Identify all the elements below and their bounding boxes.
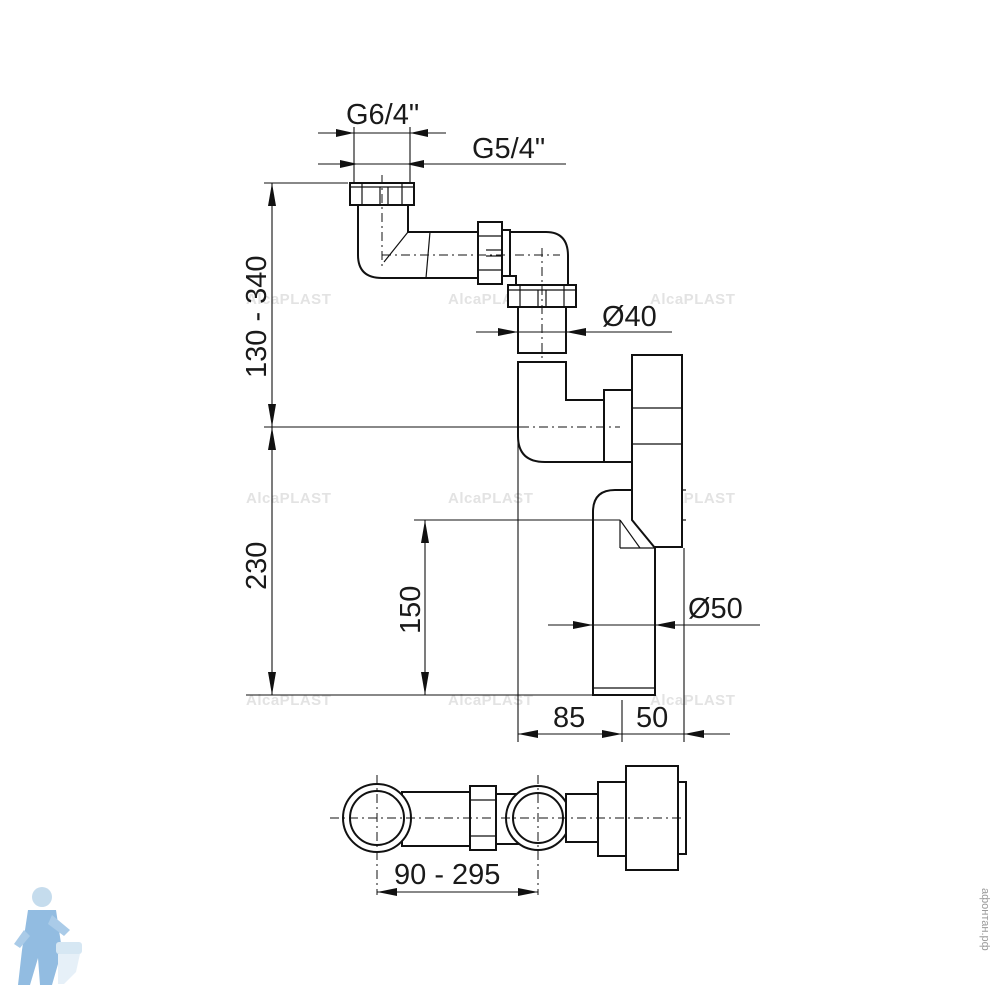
inlet-elbow-body	[357, 204, 479, 279]
watermark-5: AlcaPLAST	[448, 490, 533, 507]
watermark-8: AlcaPLAST	[448, 692, 533, 709]
length-dimension: 90 - 295	[377, 859, 538, 896]
watermark-3: AlcaPLAST	[650, 291, 735, 308]
length-range-label: 90 - 295	[394, 859, 500, 891]
diameter-outlet-label: Ø50	[688, 593, 743, 625]
diameter-inlet-label: Ø40	[602, 301, 657, 333]
siphon-body	[517, 354, 686, 696]
site-mark: афонтан.рф	[979, 888, 991, 951]
plan-pipe-left	[401, 791, 473, 847]
plan-canister	[625, 765, 679, 871]
thread-dimensions: G6/4" G5/4"	[318, 99, 566, 182]
offset-left-label: 85	[553, 702, 585, 734]
thread-inner-label: G5/4"	[472, 133, 545, 165]
watermarks: AlcaPLAST AlcaPLAST AlcaPLAST AlcaPLAST …	[246, 291, 735, 709]
height-dimensions: 130 - 340 230 150	[241, 182, 620, 696]
height-lower-label: 230	[241, 542, 273, 590]
offset-dimensions: 85 50	[517, 440, 730, 742]
height-outlet-label: 150	[395, 586, 427, 634]
diameter-dimensions: Ø40 Ø50	[476, 301, 760, 629]
siphon-inlet-pipe	[517, 361, 605, 463]
plumber-logo	[14, 887, 82, 985]
thread-outer-label: G6/4"	[346, 99, 419, 131]
height-range-label: 130 - 340	[241, 255, 273, 378]
inlet-elbow	[349, 175, 577, 460]
plan-connector	[597, 781, 627, 857]
siphon-outlet-pipe	[592, 489, 656, 696]
watermark-9: AlcaPLAST	[650, 692, 735, 709]
watermark-7: AlcaPLAST	[246, 692, 331, 709]
coupling-nut	[477, 221, 503, 285]
siphon-canister	[631, 354, 683, 548]
outlet-elbow	[509, 231, 569, 286]
siphon-connector	[603, 389, 633, 463]
plan-view	[330, 765, 690, 895]
offset-right-label: 50	[636, 702, 668, 734]
watermark-4: AlcaPLAST	[246, 490, 331, 507]
watermark-1: AlcaPLAST	[246, 291, 331, 308]
